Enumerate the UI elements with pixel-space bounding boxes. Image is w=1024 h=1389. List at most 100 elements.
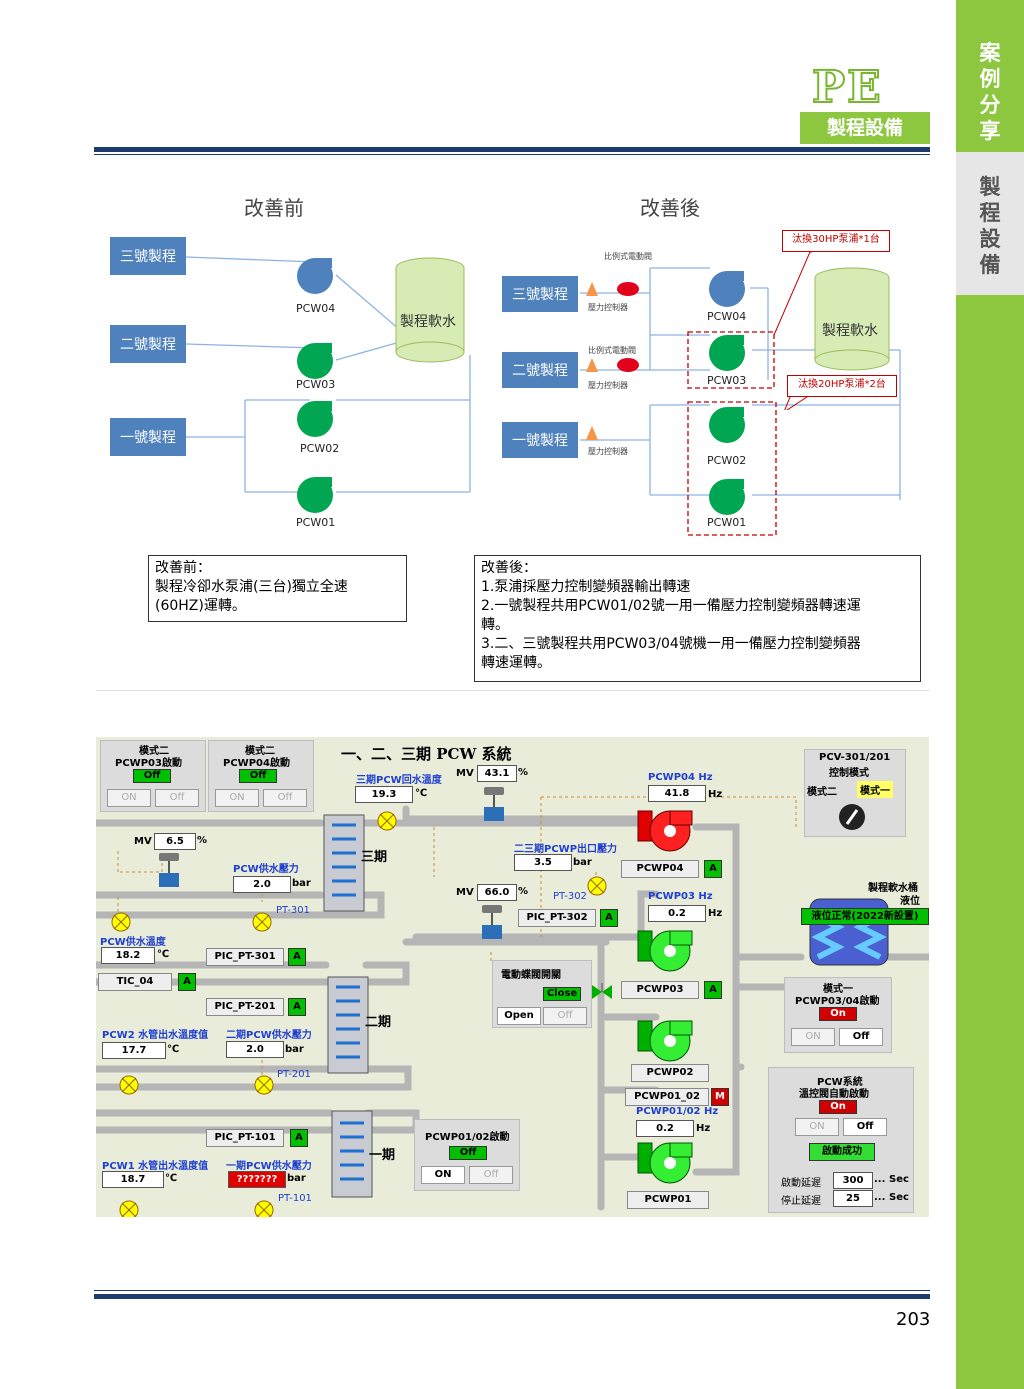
- status-badge: On: [819, 1100, 857, 1114]
- tab-case-share[interactable]: 案 例 分 享: [956, 40, 1024, 152]
- on-button[interactable]: ON: [107, 789, 151, 807]
- on-button[interactable]: ON: [795, 1118, 839, 1136]
- pcwp0102-hz-label: PCWP01/02 Hz: [636, 1106, 719, 1117]
- tab-char: 備: [979, 253, 1001, 277]
- pcwp04-hz-label: PCWP04 Hz: [648, 772, 713, 783]
- unit: %: [518, 767, 529, 778]
- pcw2-pressure-value: 2.0: [226, 1041, 284, 1058]
- before-heading: 改善前：: [155, 560, 211, 576]
- butterfly-valve-icon[interactable]: [590, 981, 614, 1003]
- before-description-box: 改善前： 製程冷卻水泵浦(三台)獨立全速 (60HZ)運轉。: [148, 555, 407, 622]
- valve-label: 比例式電動閥: [604, 252, 652, 261]
- process-3-box: 三號製程: [502, 276, 578, 312]
- control-valve-icon: [484, 787, 504, 821]
- unit: bar: [292, 878, 311, 889]
- mv-label: MV: [456, 887, 474, 898]
- panel-title: 溫控閥自動啟動: [799, 1089, 869, 1100]
- after-line: 轉。: [481, 617, 509, 633]
- heat-exchanger-icon: [327, 976, 369, 1074]
- unit: Hz: [708, 908, 723, 919]
- after-line: 2.一號製程共用PCW01/02號一用一備壓力控制變頻器轉速運: [481, 598, 861, 614]
- mv-label: MV: [134, 836, 152, 847]
- pump-icon: [709, 335, 745, 371]
- pump-pcwp02-icon[interactable]: [636, 1017, 696, 1067]
- outlet-pressure-value: 3.5: [514, 854, 572, 871]
- panel-title: PCWP03啟動: [115, 758, 182, 769]
- pump-label: PCW03: [707, 374, 747, 387]
- start-delay-value[interactable]: 300: [833, 1172, 873, 1189]
- off-button[interactable]: Off: [263, 789, 307, 807]
- off-button[interactable]: Off: [839, 1028, 883, 1046]
- tab-char: 程: [979, 201, 1001, 225]
- unit: bar: [287, 1173, 306, 1184]
- flow-indicator-icon: [119, 1075, 139, 1095]
- pt-label: PT-101: [278, 1193, 312, 1204]
- tab-char: 分: [979, 93, 1001, 117]
- off-button[interactable]: Off: [543, 1007, 587, 1025]
- mode-option-selected[interactable]: 模式一: [857, 781, 893, 798]
- supply-temp-label: PCW供水溫度: [100, 937, 166, 948]
- pump-label: PCW03: [296, 378, 336, 391]
- selector-knob-icon[interactable]: [837, 802, 867, 832]
- pump-icon: [709, 479, 745, 515]
- control-valve-icon: [159, 853, 179, 887]
- pump-pcwp04-icon[interactable]: [636, 807, 696, 857]
- off-button[interactable]: Off: [155, 789, 199, 807]
- pump-label: PCW01: [707, 516, 747, 529]
- pump-icon: [297, 477, 333, 513]
- status-badge: Off: [449, 1146, 487, 1160]
- off-button[interactable]: Off: [469, 1166, 513, 1184]
- pcw2-pressure-label: 二期PCW供水壓力: [226, 1030, 312, 1041]
- pump-tag: PCWP02: [631, 1064, 709, 1082]
- on-button[interactable]: ON: [421, 1166, 465, 1184]
- pcwp04-hz-value: 41.8: [648, 785, 706, 802]
- off-button[interactable]: Off: [843, 1118, 887, 1136]
- after-heading: 改善後：: [481, 560, 537, 576]
- panel-title: 模式二: [139, 746, 169, 757]
- pump-tag: PCWP04: [621, 860, 699, 878]
- flow-indicator-icon: [252, 912, 272, 932]
- panel-title: 模式二: [245, 746, 275, 757]
- outlet-pressure-label: 二三期PCWP出口壓力: [514, 844, 618, 855]
- tank-level-title: 液位: [900, 896, 920, 907]
- process-2-box: 二號製程: [110, 325, 186, 363]
- mv-value: 43.1: [477, 765, 517, 782]
- footer-rule-thin: [94, 1290, 930, 1291]
- pt-label: PT-201: [277, 1069, 311, 1080]
- pe-logo: PE: [811, 62, 883, 113]
- auto-badge: A: [704, 981, 722, 999]
- tab-char: 設: [979, 227, 1001, 251]
- control-valve-icon: [482, 905, 502, 939]
- panel-title: PCWP04啟動: [223, 758, 290, 769]
- delay-dots: ...: [874, 1192, 886, 1203]
- after-title: 改善後: [640, 196, 700, 220]
- process-1-box: 一號製程: [502, 422, 578, 458]
- after-line: 3.二、三號製程共用PCW03/04號機一用一備壓力控制變頻器: [481, 636, 861, 652]
- pump-icon: [297, 401, 333, 437]
- section-subtitle: 製程設備: [800, 112, 930, 144]
- pcw2-temp-label: PCW2 水管出水溫度值: [102, 1030, 209, 1041]
- panel-title: PCWP01/02啟動: [425, 1132, 510, 1143]
- mode-option[interactable]: 模式二: [807, 787, 837, 798]
- pcw1-pressure-label: 一期PCW供水壓力: [226, 1161, 312, 1172]
- stop-delay-value[interactable]: 25: [833, 1190, 873, 1207]
- before-diagram-lines: [185, 256, 471, 493]
- after-line: 轉速運轉。: [481, 655, 551, 671]
- pump-pcwp01-icon[interactable]: [636, 1139, 696, 1189]
- pump-pcwp03-icon[interactable]: [636, 927, 696, 977]
- tab-char: 案: [979, 41, 1001, 65]
- open-button[interactable]: Open: [497, 1007, 541, 1025]
- callout-20hp: 汰換20HP泵浦*2台: [787, 375, 897, 397]
- unit: ℃: [157, 949, 170, 960]
- pump-label: PCW04: [296, 302, 336, 315]
- pcwp03-hz-label: PCWP03 Hz: [648, 891, 713, 902]
- section-divider: [96, 690, 929, 691]
- on-button[interactable]: ON: [791, 1028, 835, 1046]
- tab-process-equipment[interactable]: 製 程 設 備: [956, 152, 1024, 295]
- unit: %: [518, 886, 529, 897]
- after-description-box: 改善後： 1.泵浦採壓力控制變頻器輸出轉速 2.一號製程共用PCW01/02號一…: [474, 555, 921, 682]
- unit: Hz: [708, 789, 723, 800]
- pump-icon: [297, 258, 333, 294]
- on-button[interactable]: ON: [215, 789, 259, 807]
- pic-tag: PIC_PT-201: [206, 998, 284, 1016]
